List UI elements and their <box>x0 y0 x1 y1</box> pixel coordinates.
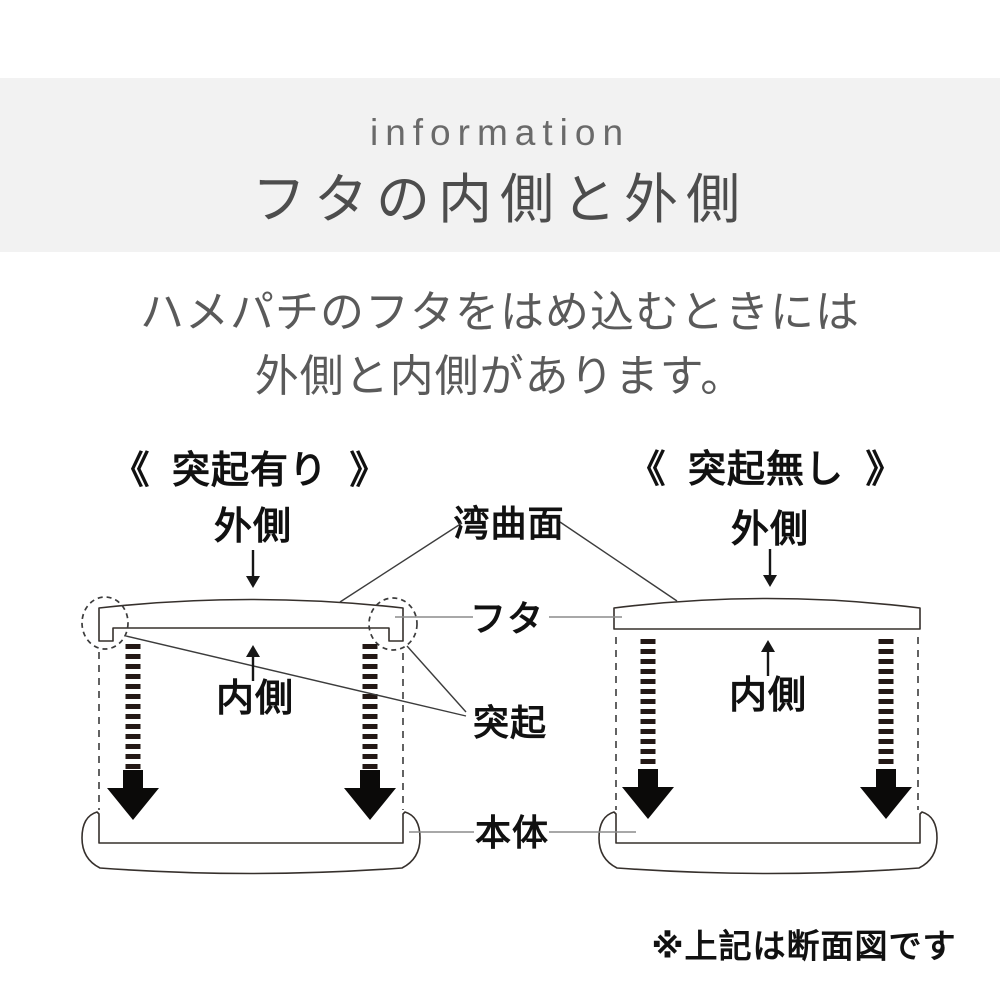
intro-paragraph: ハメパチのフタをはめ込むときには 外側と内側があります。 <box>0 281 1000 409</box>
striped-down-arrow-icon <box>638 769 658 787</box>
striped-down-arrow-icon <box>107 788 159 820</box>
lid-label: フタ <box>469 598 545 639</box>
protrusion-connector-line <box>125 635 467 717</box>
striped-down-arrow-icon <box>344 788 396 820</box>
up-arrow-icon <box>761 640 775 652</box>
case-body-shape <box>598 811 938 875</box>
lid-with-protrusion-shape <box>98 598 404 642</box>
header-band: information フタの内側と外側 <box>0 78 1000 252</box>
down-arrow-icon <box>763 575 777 587</box>
inner-side-label-right: 内側 <box>728 675 808 717</box>
page-title: フタの内側と外側 <box>252 170 748 230</box>
protrusion-highlight-circle-right <box>368 597 418 651</box>
intro-line-1: ハメパチのフタをはめ込むときには <box>140 288 860 337</box>
protrusion-highlight-circle-left <box>81 596 129 650</box>
diagram-heading-with-protrusion: 《 突起有り 》 <box>111 450 389 492</box>
outer-side-label-right: 外側 <box>730 509 810 551</box>
down-arrow-icon <box>246 576 260 588</box>
up-arrow-icon <box>246 645 260 657</box>
striped-down-arrow-icon <box>123 770 143 788</box>
lid-without-protrusion-shape <box>613 597 921 630</box>
striped-down-arrow-icon <box>622 787 674 819</box>
body-label: 本体 <box>474 812 550 853</box>
protrusion-label: 突起 <box>472 702 548 743</box>
inner-side-label-left: 内側 <box>215 678 295 720</box>
curved-surface-connector-line <box>559 521 678 602</box>
curved-surface-connector-line <box>339 522 463 603</box>
curved-surface-label: 湾曲面 <box>453 503 565 544</box>
eyebrow-text: information <box>369 112 631 153</box>
protrusion-connector-line <box>406 645 467 713</box>
intro-line-2: 外側と内側があります。 <box>254 352 746 401</box>
outer-side-label-left: 外側 <box>213 506 293 548</box>
diagram-heading-without-protrusion: 《 突起無し 》 <box>627 449 905 491</box>
cross-section-footnote: ※上記は断面図です <box>651 927 957 965</box>
striped-down-arrow-icon <box>876 769 896 787</box>
case-body-shape <box>81 811 421 875</box>
striped-down-arrow-icon <box>360 770 380 788</box>
striped-down-arrow-icon <box>860 787 912 819</box>
